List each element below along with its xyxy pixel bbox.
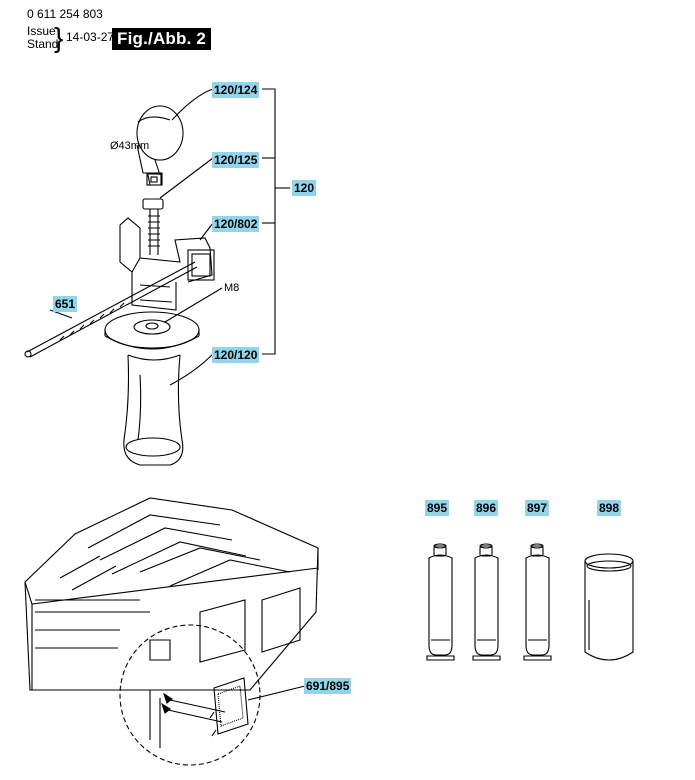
label-651: 651: [53, 296, 78, 312]
leader-120-120: [169, 353, 214, 386]
issue-date: 14-03-27: [66, 30, 115, 44]
leader-691-895: [247, 685, 306, 701]
label-120-802: 120/802: [212, 216, 260, 232]
label-120-125: 120/125: [212, 152, 260, 168]
label-120: 120: [292, 180, 317, 196]
label-896: 896: [474, 500, 499, 516]
label-120-120: 120/120: [212, 347, 260, 363]
carrying-case-icon: [24, 497, 319, 766]
leader-m8: [164, 287, 223, 323]
thread-annotation: M8: [224, 282, 240, 294]
label-898: 898: [597, 500, 622, 516]
depth-rod-icon: [24, 261, 198, 358]
brace-glyph: }: [54, 22, 64, 53]
leader-120-125: [159, 157, 214, 199]
stand-label: Stand: [27, 37, 59, 51]
part-number: 0 611 254 803: [27, 7, 103, 21]
grease-tube-897-icon: [523, 543, 552, 661]
screw-icon: [142, 198, 164, 255]
label-691-895: 691/895: [304, 678, 352, 694]
grease-jar-898-icon: [584, 553, 634, 661]
group-bracket-120: [262, 88, 276, 355]
grease-tube-895-icon: [426, 543, 455, 661]
label-897: 897: [525, 500, 550, 516]
issue-label: Issue: [27, 24, 56, 38]
leader-120-124: [171, 88, 214, 121]
grease-tube-896-icon: [472, 543, 501, 661]
diameter-annotation: Ø43mm: [110, 140, 150, 152]
label-120-124: 120/124: [212, 82, 260, 98]
clamp-band-icon: [136, 105, 184, 186]
side-handle-icon: [104, 217, 215, 466]
label-895: 895: [425, 500, 450, 516]
figure-title: Fig./Abb. 2: [112, 28, 212, 50]
leader-120-802: [199, 222, 214, 241]
